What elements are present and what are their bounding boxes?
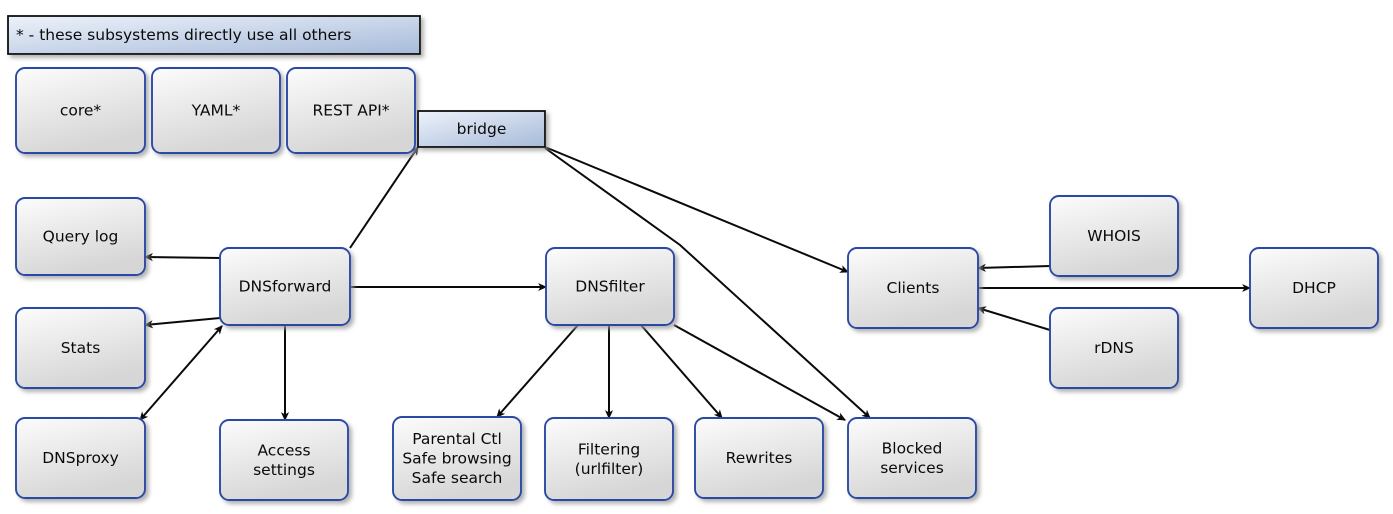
node-dnsproxy[interactable]: DNSproxy — [15, 417, 146, 499]
node-box[interactable] — [545, 247, 675, 326]
edge-dnsforward-stats — [143, 317, 221, 329]
edge-line — [143, 317, 221, 329]
edge-dnsfilter-parental — [496, 324, 579, 418]
node-box[interactable] — [15, 67, 146, 154]
node-label: YAML* — [191, 101, 241, 119]
node-box[interactable] — [15, 197, 146, 276]
node-label: Query log — [43, 227, 119, 245]
node-box[interactable] — [694, 417, 824, 499]
edge-line — [976, 306, 1051, 331]
node-legend[interactable]: * - these subsystems directly use all ot… — [7, 15, 421, 55]
node-box[interactable] — [417, 110, 546, 148]
node-restapi[interactable]: REST API* — [286, 67, 416, 154]
node-box[interactable] — [15, 307, 146, 389]
node-label: DHCP — [1292, 279, 1336, 297]
node-label: REST API* — [312, 101, 389, 119]
edge-line — [544, 147, 871, 419]
node-box[interactable] — [847, 417, 977, 499]
node-dnsforward[interactable]: DNSforward — [219, 247, 351, 326]
node-box[interactable] — [1249, 247, 1379, 329]
node-box[interactable] — [15, 417, 146, 499]
node-label: DNSfilter — [575, 277, 645, 295]
node-stats[interactable]: Stats — [15, 307, 146, 389]
node-box[interactable] — [1049, 195, 1179, 277]
node-box[interactable] — [392, 416, 522, 501]
edge-dnsfilter-blocked — [673, 324, 846, 421]
node-clients[interactable]: Clients — [847, 247, 979, 329]
edge-line — [976, 263, 1051, 272]
node-label: DNSproxy — [42, 449, 119, 467]
edge-line — [544, 146, 850, 273]
node-whois[interactable]: WHOIS — [1049, 195, 1179, 277]
node-box[interactable] — [1049, 307, 1179, 389]
node-box[interactable] — [847, 247, 979, 329]
edge-rdns-clients — [976, 306, 1051, 331]
node-rdns[interactable]: rDNS — [1049, 307, 1179, 389]
edge-line — [496, 324, 579, 418]
node-label: WHOIS — [1087, 227, 1141, 245]
node-core[interactable]: core* — [15, 67, 146, 154]
edge-layer — [139, 146, 1252, 422]
node-label: core* — [60, 101, 102, 119]
edge-dnsfilter-rewrites — [640, 324, 723, 419]
node-dhcp[interactable]: DHCP — [1249, 247, 1379, 329]
node-dnsfilter[interactable]: DNSfilter — [545, 247, 675, 326]
node-box[interactable] — [219, 247, 351, 326]
node-box[interactable] — [151, 67, 281, 154]
edge-bridge-blocked — [544, 147, 871, 419]
node-bridge[interactable]: bridge — [417, 110, 546, 148]
node-rewrites[interactable]: Rewrites — [694, 417, 824, 499]
node-label: bridge — [457, 120, 507, 138]
edge-line — [139, 325, 223, 421]
node-label: Rewrites — [726, 449, 793, 467]
node-querylog[interactable]: Query log — [15, 197, 146, 276]
node-box[interactable] — [286, 67, 416, 154]
edge-whois-clients — [976, 263, 1051, 272]
node-label: rDNS — [1094, 339, 1134, 357]
edge-line — [349, 146, 419, 249]
edge-line — [143, 253, 221, 262]
edge-dnsforward-querylog — [143, 253, 221, 262]
edge-dnsforward-dnsproxy — [139, 325, 223, 421]
node-box[interactable] — [544, 417, 674, 501]
node-label: Clients — [887, 279, 940, 297]
node-box[interactable] — [219, 419, 349, 501]
node-layer: * - these subsystems directly use all ot… — [7, 15, 1379, 501]
edge-bridge-clients — [544, 146, 850, 273]
node-filtering[interactable]: Filtering(urlfilter) — [544, 417, 674, 501]
edge-line — [673, 324, 846, 421]
edge-dnsforward-bridge — [349, 146, 419, 249]
node-label: Stats — [61, 339, 101, 357]
node-box[interactable] — [7, 15, 421, 55]
edge-line — [640, 324, 723, 419]
node-label: * - these subsystems directly use all ot… — [16, 26, 351, 44]
node-yaml[interactable]: YAML* — [151, 67, 281, 154]
node-label: Filtering(urlfilter) — [575, 440, 644, 478]
node-label: DNSforward — [239, 277, 332, 295]
